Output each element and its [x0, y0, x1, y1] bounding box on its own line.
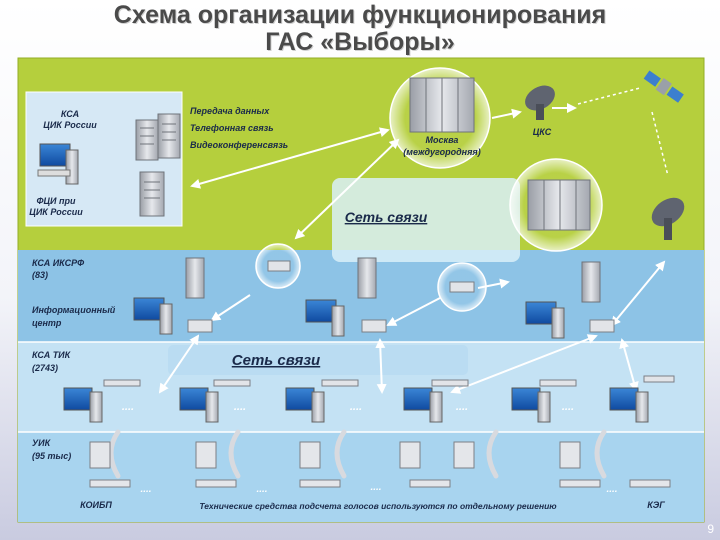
cks-label: ЦКС — [533, 127, 552, 137]
server-icon — [139, 171, 165, 217]
telephone-icon — [108, 429, 607, 479]
service-data-transfer: Передача данных — [190, 106, 270, 116]
workstation-icon — [179, 387, 219, 423]
level-ksa-tik-2: (2743) — [32, 363, 58, 373]
server-icon — [157, 113, 181, 159]
dots: .... — [234, 401, 246, 413]
level-ksa-iksrf-2: (83) — [32, 270, 48, 280]
dots: .... — [456, 401, 468, 413]
workstation-icon — [63, 387, 103, 423]
workstation-icon — [609, 387, 649, 423]
level-ksa-tik-1: КСА ТИК — [32, 350, 72, 360]
page-number: 9 — [707, 522, 714, 536]
dots: .... — [370, 482, 381, 493]
workstation-icon — [285, 387, 325, 423]
server-icon — [135, 119, 159, 161]
satellite-dish-icon — [525, 85, 555, 120]
server-icon — [357, 257, 377, 299]
service-videoconference: Видеоконференсвязь — [190, 140, 288, 150]
koib-label: КОИБП — [80, 500, 112, 510]
moscow-label-1: Москва — [426, 135, 459, 145]
fci-label-2: ЦИК России — [29, 207, 83, 217]
satellite-link — [577, 87, 669, 177]
dots: .... — [122, 401, 134, 413]
footer-note: Технические средства подсчета голосов ис… — [199, 501, 557, 511]
title-line-1: Схема организации функционирования — [113, 1, 607, 29]
level-uik-2: (95 тыс) — [32, 451, 71, 461]
workstation-icon — [133, 297, 173, 335]
satellite-icon — [643, 70, 684, 103]
band-uik — [18, 432, 704, 522]
server-rack-icon — [409, 77, 475, 133]
dots: .... — [350, 401, 362, 413]
workstation-icon — [305, 299, 345, 337]
server-icon — [185, 257, 205, 299]
service-telephony: Телефонная связь — [190, 123, 274, 133]
workstation-icon — [403, 387, 443, 423]
switch-icon — [103, 260, 675, 387]
dots: .... — [140, 484, 151, 495]
workstation-icon — [511, 387, 551, 423]
keg-label: КЭГ — [647, 500, 665, 510]
fci-label-1: ФЦИ при — [36, 196, 76, 206]
connection-arrows — [158, 103, 666, 394]
level-info-center-2: центр — [32, 318, 62, 328]
ksa-cik-label-2: ЦИК России — [43, 120, 97, 130]
network-label-top: Сеть связи — [345, 209, 428, 225]
title-line-2: ГАС «Выборы» — [265, 28, 455, 56]
ksa-cik-label-1: КСА — [61, 109, 79, 119]
level-info-center-1: Информационный — [32, 305, 116, 315]
level-uik-1: УИК — [32, 438, 52, 448]
server-icon — [581, 261, 601, 303]
ballot-device-icon — [89, 441, 671, 488]
server-rack-icon — [527, 179, 591, 231]
satellite-dish-icon — [651, 197, 685, 240]
workstation-icon — [37, 143, 79, 185]
moscow-label-2: (междугородняя) — [403, 147, 480, 157]
network-label-middle: Сеть связи — [232, 352, 320, 369]
workstation-icon — [525, 301, 565, 339]
slide-title: Схема организации функционирования ГАС «… — [0, 2, 720, 56]
network-box-middle — [168, 345, 468, 375]
dots: .... — [606, 484, 617, 495]
dots: .... — [256, 484, 267, 495]
dots: .... — [562, 401, 574, 413]
level-ksa-iksrf-1: КСА ИКСРФ — [32, 258, 84, 268]
